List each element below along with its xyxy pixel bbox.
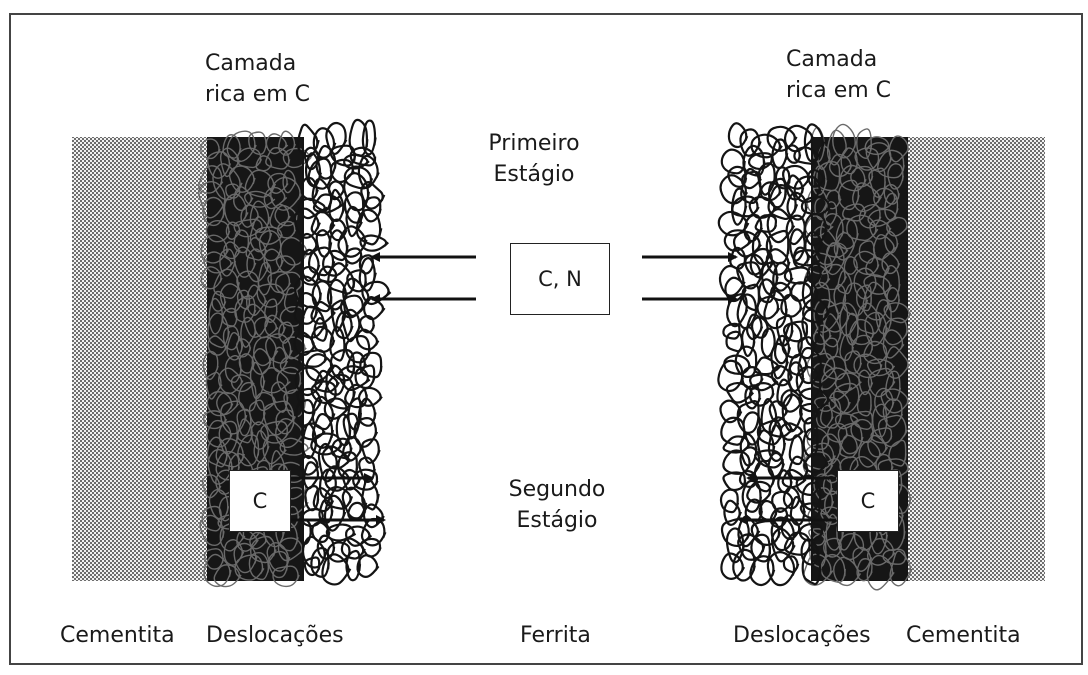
c-box-left: C xyxy=(229,470,291,532)
texture-loop xyxy=(722,150,745,174)
c-box-right: C xyxy=(837,470,899,532)
texture-loop xyxy=(718,361,743,391)
texture-loop xyxy=(762,329,776,357)
texture-loop xyxy=(781,295,802,317)
texture-loop xyxy=(305,486,318,510)
bottom-label-dislocations-right: Deslocações xyxy=(733,620,871,651)
carbon-layer-right-label: Camada rica em C xyxy=(786,44,891,106)
bottom-label-dislocations-left: Deslocações xyxy=(206,620,344,651)
bottom-label-ferrite: Ferrita xyxy=(520,620,591,651)
texture-loop xyxy=(361,539,380,557)
second-stage-label: Segundo Estágio xyxy=(492,474,622,536)
first-stage-label: Primeiro Estágio xyxy=(472,128,596,190)
texture-loop xyxy=(729,123,747,147)
cementite-band-right xyxy=(905,137,1045,581)
carbon-layer-left-label: Camada rica em C xyxy=(205,48,310,110)
dislocation-band-left xyxy=(295,120,391,585)
bottom-label-cementite-right: Cementita xyxy=(906,620,1021,651)
bottom-label-cementite-left: Cementita xyxy=(60,620,175,651)
cn-box: C, N xyxy=(510,243,610,315)
cementite-band-left xyxy=(72,137,210,581)
texture-loop xyxy=(343,437,361,461)
